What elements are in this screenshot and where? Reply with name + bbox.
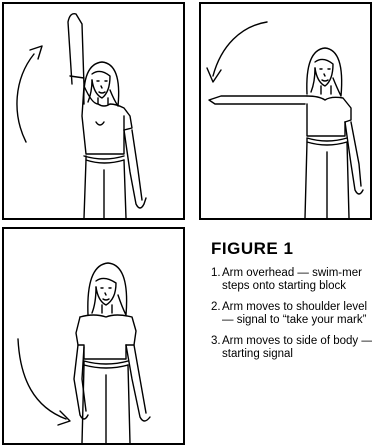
panel-arm-shoulder-level (199, 2, 372, 220)
step-text: Arm moves to side of body — starting sig… (222, 335, 372, 361)
step-item: 2. Arm moves to shoulder level — signal … (211, 301, 372, 327)
step-item: 3. Arm moves to side of body — starting … (211, 335, 372, 361)
motion-arrow (213, 22, 267, 76)
panel-arm-side-of-body (2, 227, 185, 445)
figure-title: FIGURE 1 (211, 239, 293, 259)
starter-figure-arm-side (4, 229, 183, 443)
panel-arm-overhead (2, 2, 185, 220)
step-number: 1. (211, 267, 222, 293)
step-text: Arm overhead — swim-mer steps onto start… (222, 267, 372, 293)
step-number: 3. (211, 335, 222, 361)
starter-figure-arm-shoulder-level (201, 4, 370, 218)
arrow-head (207, 68, 221, 82)
step-list: 1. Arm overhead — swim-mer steps onto st… (211, 267, 372, 369)
starter-figure-arm-overhead (4, 4, 183, 218)
step-number: 2. (211, 301, 222, 327)
motion-arrow (18, 339, 66, 419)
step-text: Arm moves to shoulder level — signal to … (222, 301, 372, 327)
caption-panel: FIGURE 1 1. Arm overhead — swim-mer step… (199, 227, 372, 445)
motion-arrow (17, 54, 34, 142)
step-item: 1. Arm overhead — swim-mer steps onto st… (211, 267, 372, 293)
